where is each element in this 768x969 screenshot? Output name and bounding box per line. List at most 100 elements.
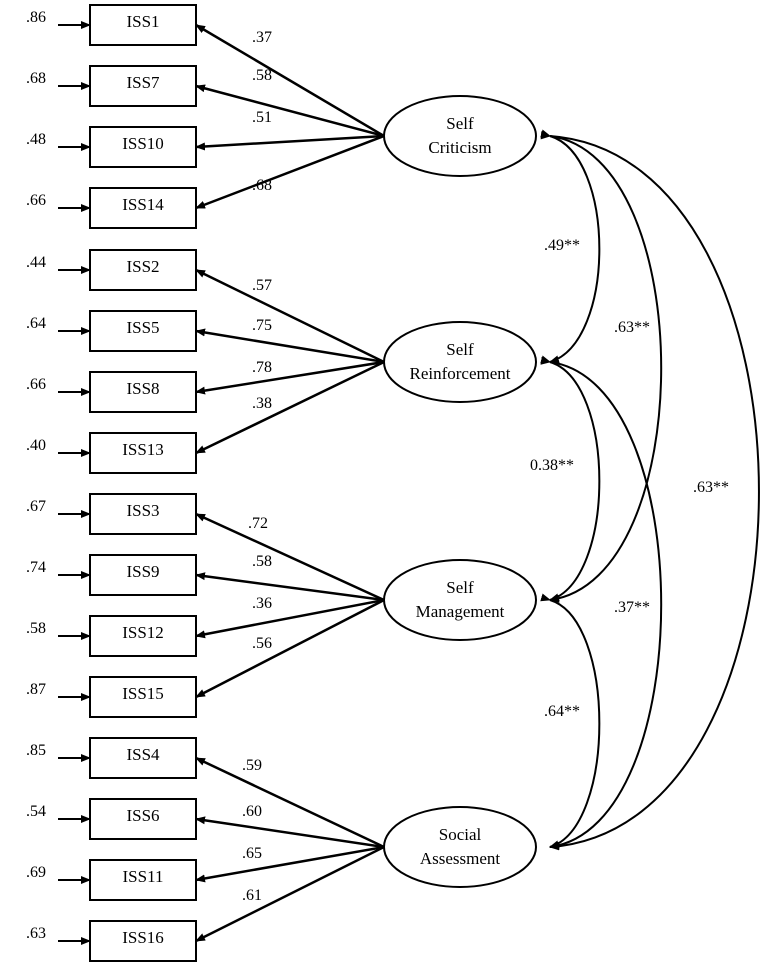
loading-arrow-iss4: [195, 756, 385, 849]
error-value-iss2: .44: [26, 254, 46, 271]
loading-value-iss8: .78: [252, 359, 272, 376]
correlation-value-3-4: .64**: [544, 703, 580, 720]
correlation-value-1-2: .49**: [544, 237, 580, 254]
loading-value-iss1: .37: [252, 29, 272, 46]
indicator-label-iss6: ISS6: [126, 806, 159, 825]
indicator-box-iss13: [89, 432, 197, 474]
indicator-label-iss11: ISS11: [123, 867, 164, 886]
loading-arrow-iss10: [195, 134, 385, 151]
loading-value-iss15: .56: [252, 635, 272, 652]
loading-value-iss14: .68: [252, 177, 272, 194]
factor-ellipse-2: [383, 321, 537, 403]
indicator-label-iss1: ISS1: [126, 12, 159, 31]
indicator-label-iss12: ISS12: [122, 623, 164, 642]
correlation-curve-1-3: [540, 130, 663, 603]
loading-arrow-iss8: [195, 360, 385, 395]
factor-label-line1-4: Social: [439, 825, 482, 844]
indicator-label-iss13: ISS13: [122, 440, 164, 459]
indicator-label-iss10: ISS10: [122, 134, 164, 153]
loading-arrow-iss15: [195, 598, 385, 699]
loading-value-iss12: .36: [252, 595, 272, 612]
indicator-box-iss6: [89, 798, 197, 840]
indicator-label-iss15: ISS15: [122, 684, 164, 703]
correlation-curve-1-2: [540, 129, 601, 364]
correlation-value-2-3: 0.38**: [530, 457, 574, 474]
indicator-label-iss9: ISS9: [126, 562, 159, 581]
loading-value-iss16: .61: [242, 887, 262, 904]
factor-label-line1-2: Self: [446, 340, 474, 359]
factor-label-line2-4: Assessment: [420, 849, 501, 868]
error-value-iss10: .48: [26, 131, 46, 148]
indicator-box-iss1: [89, 4, 197, 46]
loading-value-iss2: .57: [252, 277, 272, 294]
error-value-iss11: .69: [26, 864, 46, 881]
indicator-box-iss14: [89, 187, 197, 229]
error-value-iss15: .87: [26, 681, 46, 698]
error-value-iss1: .86: [26, 9, 46, 26]
factor-label-line1-1: Self: [446, 114, 474, 133]
indicator-box-iss5: [89, 310, 197, 352]
error-value-iss7: .68: [26, 70, 46, 87]
indicator-label-iss2: ISS2: [126, 257, 159, 276]
error-value-iss9: .74: [26, 559, 46, 576]
correlation-curve-2-4: [540, 356, 663, 850]
factor-label-line2-3: Management: [416, 602, 505, 621]
indicator-box-iss7: [89, 65, 197, 107]
indicator-label-iss4: ISS4: [126, 745, 160, 764]
indicator-box-iss15: [89, 676, 197, 718]
factor-ellipse-4: [383, 806, 537, 888]
indicator-label-iss3: ISS3: [126, 501, 159, 520]
factor-label-line1-3: Self: [446, 578, 474, 597]
indicator-box-iss8: [89, 371, 197, 413]
loading-value-iss9: .58: [252, 553, 272, 570]
loading-value-iss3: .72: [248, 515, 268, 532]
indicator-label-iss16: ISS16: [122, 928, 164, 947]
error-value-iss5: .64: [26, 315, 46, 332]
loading-value-iss11: .65: [242, 845, 262, 862]
loading-value-iss13: .38: [252, 395, 272, 412]
indicator-label-iss8: ISS8: [126, 379, 159, 398]
error-value-iss3: .67: [26, 498, 46, 515]
error-value-iss16: .63: [26, 925, 46, 942]
loading-value-iss7: .58: [252, 67, 272, 84]
loading-arrow-iss7: [195, 84, 385, 138]
factor-ellipse-1: [383, 95, 537, 177]
indicator-label-iss14: ISS14: [122, 195, 164, 214]
loading-arrow-iss5: [195, 328, 385, 364]
loading-arrow-iss1: [195, 23, 385, 138]
loading-arrow-iss11: [195, 845, 385, 883]
loading-arrow-iss13: [195, 360, 385, 455]
error-value-iss12: .58: [26, 620, 46, 637]
correlation-curve-2-3: [540, 355, 601, 602]
indicator-box-iss12: [89, 615, 197, 657]
correlation-value-1-4: .63**: [693, 479, 729, 496]
correlation-curve-3-4: [540, 593, 601, 849]
loading-arrow-iss16: [195, 845, 385, 943]
loading-arrow-iss9: [195, 572, 385, 602]
loading-arrow-iss3: [195, 512, 385, 602]
indicator-box-iss11: [89, 859, 197, 901]
factor-label-line2-1: Criticism: [428, 138, 491, 157]
indicator-box-iss16: [89, 920, 197, 962]
correlation-value-2-4: .37**: [614, 599, 650, 616]
indicator-box-iss4: [89, 737, 197, 779]
indicator-label-iss5: ISS5: [126, 318, 159, 337]
correlation-value-1-3: .63**: [614, 319, 650, 336]
indicator-label-iss7: ISS7: [126, 73, 160, 92]
factor-ellipse-3: [383, 559, 537, 641]
factor-label-line2-2: Reinforcement: [409, 364, 510, 383]
loading-arrow-iss2: [195, 268, 385, 364]
indicator-box-iss2: [89, 249, 197, 291]
error-value-iss6: .54: [26, 803, 46, 820]
error-value-iss4: .85: [26, 742, 46, 759]
loading-arrow-iss14: [195, 134, 385, 210]
loading-value-iss10: .51: [252, 109, 272, 126]
loading-arrow-iss12: [195, 598, 385, 639]
loading-arrow-iss6: [195, 816, 385, 849]
indicator-box-iss9: [89, 554, 197, 596]
loading-value-iss4: .59: [242, 757, 262, 774]
error-value-iss13: .40: [26, 437, 46, 454]
correlation-curve-1-4: [540, 131, 760, 851]
loading-value-iss6: .60: [242, 803, 262, 820]
